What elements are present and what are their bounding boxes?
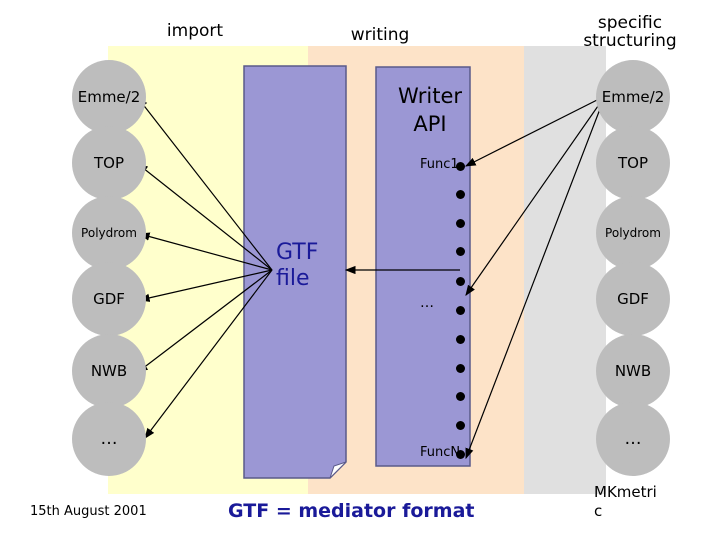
function-dot [456,219,465,228]
function-dot [456,364,465,373]
right-node-nwb: NWB [596,334,670,408]
right-node-label: Polydrom [605,226,661,240]
api-ellipsis-label: … [420,295,434,311]
right-node-label: … [624,429,642,449]
right-node-gdf: GDF [596,262,670,336]
left-node-label: Emme/2 [77,88,141,106]
left-node-gdf: GDF [72,262,146,336]
left-node-label: NWB [90,362,128,380]
funcn-label: FuncN [420,445,461,460]
left-node-label: … [100,429,118,449]
function-dot [456,247,465,256]
right-node-more: … [596,402,670,476]
writer-api-title: Writer API [397,84,463,136]
right-node-label: TOP [617,154,648,172]
left-node-top: TOP [72,126,146,200]
right-node-label: Emme/2 [601,88,665,106]
function-dot [456,450,465,459]
right-node-label: NWB [614,362,652,380]
function-dot [456,421,465,430]
function-dot [456,306,465,315]
left-node-nwb: NWB [72,334,146,408]
footer-caption: GTF = mediator format [228,500,475,522]
left-node-more: … [72,402,146,476]
gtf-file-label: GTF file [276,240,319,291]
function-dot [456,162,465,171]
function-dot [456,335,465,344]
right-node-emme2: Emme/2 [596,60,670,134]
left-node-polydrom: Polydrom [72,196,146,270]
header-writing: writing [350,25,410,45]
header-specific-structuring: specific structuring [583,13,677,51]
function-dot [456,190,465,199]
func1-label: Func1 [420,157,459,172]
right-node-label: GDF [617,290,649,308]
left-node-label: TOP [93,154,124,172]
footer-date: 15th August 2001 [30,504,147,519]
left-node-label: GDF [93,290,125,308]
left-node-label: Polydrom [81,226,137,240]
function-dot [456,277,465,286]
header-import: import [166,21,224,41]
right-node-top: TOP [596,126,670,200]
left-node-emme2: Emme/2 [72,60,146,134]
right-node-polydrom: Polydrom [596,196,670,270]
footer-brand: MKmetri c [594,483,657,520]
function-dot [456,392,465,401]
